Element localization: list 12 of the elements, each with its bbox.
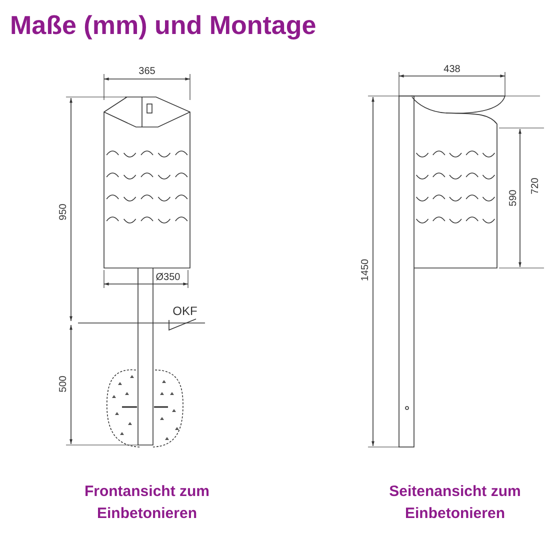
dimension-label: 1450: [361, 258, 371, 282]
dimension-label: 950: [59, 204, 69, 220]
title: Maße (mm) und Montage: [10, 9, 316, 42]
view-caption: Frontansicht zum Einbetonieren: [83, 482, 210, 524]
dimension-label: 500: [59, 376, 69, 392]
dimension-label: 438: [444, 65, 460, 75]
dimension-label: Ø350: [156, 273, 180, 283]
view-caption: Seitenansicht zum Einbetonieren: [388, 482, 522, 524]
dimension-label: 365: [138, 67, 156, 77]
dimension-label: 590: [509, 190, 519, 206]
ground-level-label: OKF: [172, 305, 198, 317]
dimension-label: 720: [531, 178, 541, 194]
